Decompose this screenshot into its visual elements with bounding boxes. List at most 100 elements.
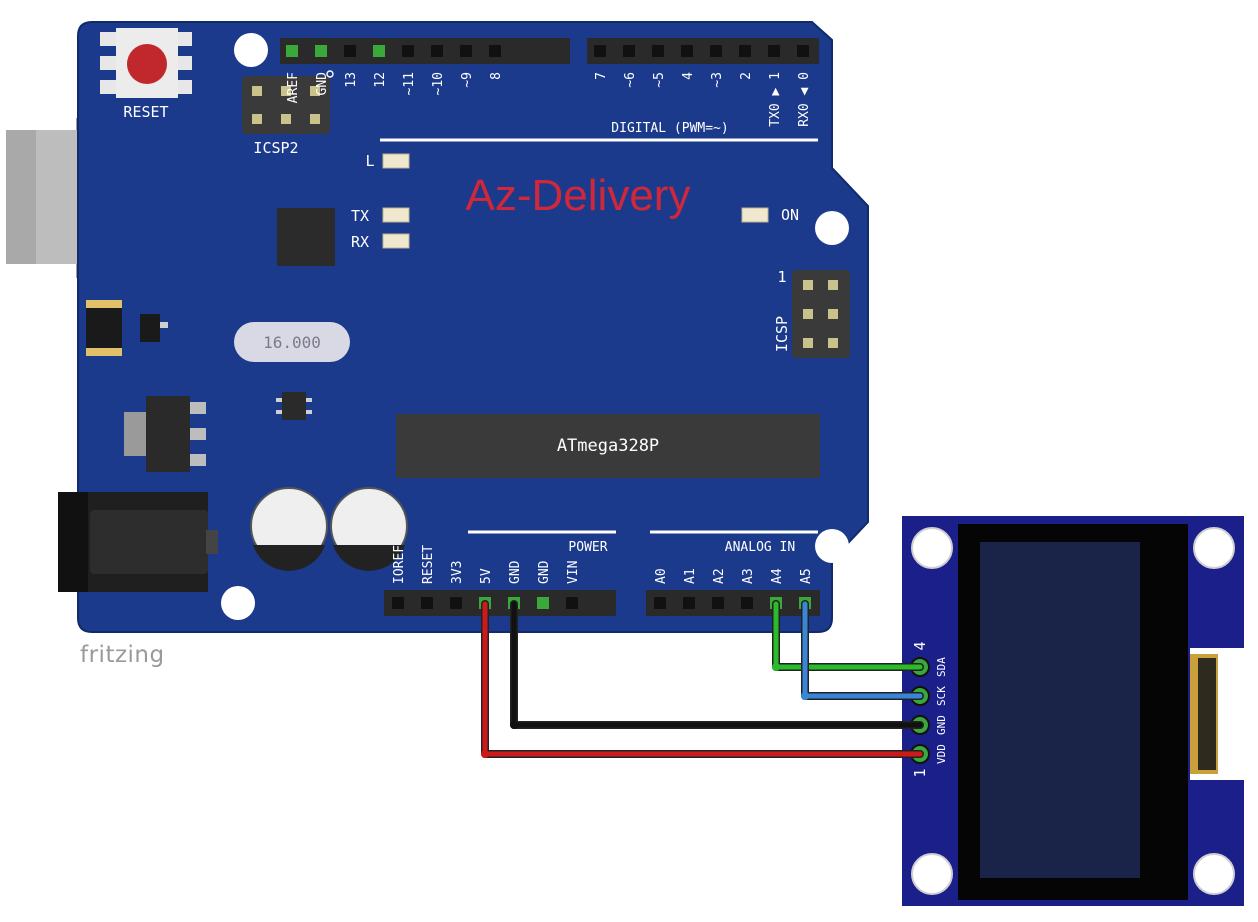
oled-display <box>902 516 1250 906</box>
analog-pin <box>712 597 724 609</box>
power-pin <box>392 597 404 609</box>
wire-bend <box>772 663 780 671</box>
icsp2-header <box>242 76 330 134</box>
digital-pin-label: ~3 <box>710 72 725 88</box>
digital-pin <box>652 45 664 57</box>
capacitor <box>250 487 328 571</box>
power-pin-label: RESET <box>421 545 436 584</box>
digital-pin <box>594 45 606 57</box>
led-l-label: L <box>365 152 374 170</box>
oled-pin-end-label: 4 <box>911 641 929 650</box>
mounting-hole <box>815 529 849 563</box>
analog-pin <box>654 597 666 609</box>
reset-label: RESET <box>123 103 168 121</box>
icsp-pin1-label: 1 <box>777 268 786 286</box>
digital-pin <box>402 45 414 57</box>
digital-pin <box>710 45 722 57</box>
brand-logo: Az-Delivery <box>466 171 691 220</box>
digital-pin-label: AREF <box>286 72 301 103</box>
digital-header-left <box>280 38 570 64</box>
small-transistor <box>140 314 168 342</box>
led-rx-label: RX <box>351 233 369 251</box>
digital-pin <box>797 45 809 57</box>
polyfuse <box>86 300 122 356</box>
power-pin <box>450 597 462 609</box>
analog-pin-label: A2 <box>712 568 727 584</box>
analog-pin-label: A0 <box>654 568 669 584</box>
dc-jack <box>58 492 218 592</box>
analog-header-label: ANALOG IN <box>725 540 795 555</box>
wire-bend <box>510 721 518 729</box>
analog-pin-label: A3 <box>741 568 756 584</box>
digital-header-label: DIGITAL (PWM=~) <box>611 121 728 136</box>
power-pin-label: VIN <box>566 561 581 584</box>
digital-pin-label: ~9 <box>460 72 475 88</box>
led-rx <box>382 233 410 249</box>
icsp2-label: ICSP2 <box>253 139 298 157</box>
digital-pin-label: ~10 <box>431 72 446 95</box>
power-pin <box>566 597 578 609</box>
power-header-label: POWER <box>568 540 607 555</box>
led-tx-label: TX <box>351 207 369 225</box>
small-ic <box>276 392 312 420</box>
usb-chip <box>277 208 335 266</box>
power-pin-label: 5V <box>479 568 494 584</box>
oled-pin-label: VDD <box>935 744 948 764</box>
wire-bend <box>801 692 809 700</box>
power-pin-label: GND <box>508 560 523 584</box>
digital-pin-label: 13 <box>344 72 359 88</box>
digital-pin-label: ~6 <box>623 72 638 88</box>
power-pin <box>537 597 549 609</box>
analog-pin <box>683 597 695 609</box>
crystal <box>234 322 350 362</box>
icsp-header <box>792 270 850 358</box>
digital-pin <box>768 45 780 57</box>
power-header <box>384 590 616 616</box>
reset-button <box>100 28 192 98</box>
digital-pin-label: 4 <box>681 72 696 80</box>
analog-header <box>646 590 820 616</box>
digital-pin-label: 7 <box>594 72 609 80</box>
analog-pin-label: A1 <box>683 568 698 584</box>
digital-pin-label: 2 <box>739 72 754 80</box>
digital-pin-label: 12 <box>373 72 388 88</box>
digital-pin-label: 8 <box>489 72 504 80</box>
digital-pin <box>286 45 298 57</box>
mounting-hole <box>815 211 849 245</box>
digital-pin <box>489 45 501 57</box>
power-pin-label: 3V3 <box>450 561 465 584</box>
icsp-label: ICSP <box>773 316 791 352</box>
analog-pin <box>741 597 753 609</box>
mounting-hole <box>221 586 255 620</box>
oled-screen <box>980 542 1140 878</box>
fritzing-label: fritzing <box>80 642 165 668</box>
digital-pin <box>460 45 472 57</box>
digital-pin-label: GND <box>315 72 330 96</box>
digital-pin-label: ~11 <box>402 72 417 95</box>
wire-bend <box>481 750 489 758</box>
digital-header-right <box>587 38 819 64</box>
led-on <box>741 207 769 223</box>
oled-pin-label: GND <box>935 715 948 735</box>
digital-pin <box>344 45 356 57</box>
digital-pin-label: TX0 ▶ 1 <box>768 72 783 127</box>
oled-pin-label: SCK <box>935 686 948 706</box>
digital-pin <box>623 45 635 57</box>
led-tx <box>382 207 410 223</box>
digital-pin <box>681 45 693 57</box>
digital-pin <box>315 45 327 57</box>
oled-pin-start-label: 1 <box>911 768 929 777</box>
crystal-label: 16.000 <box>263 333 321 352</box>
digital-pin <box>373 45 385 57</box>
digital-pin <box>431 45 443 57</box>
arduino-board <box>77 21 869 633</box>
digital-pin-label: ~5 <box>652 72 667 88</box>
digital-pin <box>739 45 751 57</box>
analog-pin-label: A5 <box>799 568 814 584</box>
mounting-hole <box>234 33 268 67</box>
atmega-chip <box>396 414 820 478</box>
led-l <box>382 153 410 169</box>
analog-pin-label: A4 <box>770 568 785 584</box>
power-pin <box>421 597 433 609</box>
